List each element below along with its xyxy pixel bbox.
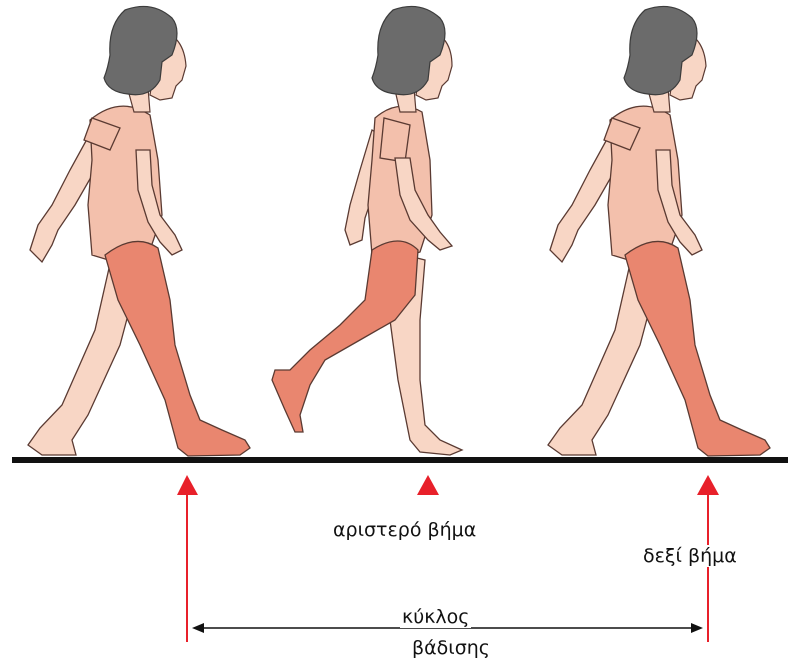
right-step-label: δεξί βήμα — [643, 545, 737, 567]
marker-right-heel-1 — [177, 475, 198, 495]
marker-left-heel — [417, 475, 439, 495]
figure-2-left-heel-strike — [272, 6, 462, 455]
figure-1-right-heel-strike — [28, 6, 250, 456]
ground-line — [12, 457, 788, 463]
gait-cycle-label-line1: κύκλος — [400, 606, 471, 628]
left-step-label: αριστερό βήμα — [333, 519, 476, 541]
figure-3-right-heel-strike — [548, 6, 770, 456]
marker-right-heel-2 — [697, 475, 719, 495]
gait-cycle-label-line2: βάδισης — [412, 637, 490, 659]
